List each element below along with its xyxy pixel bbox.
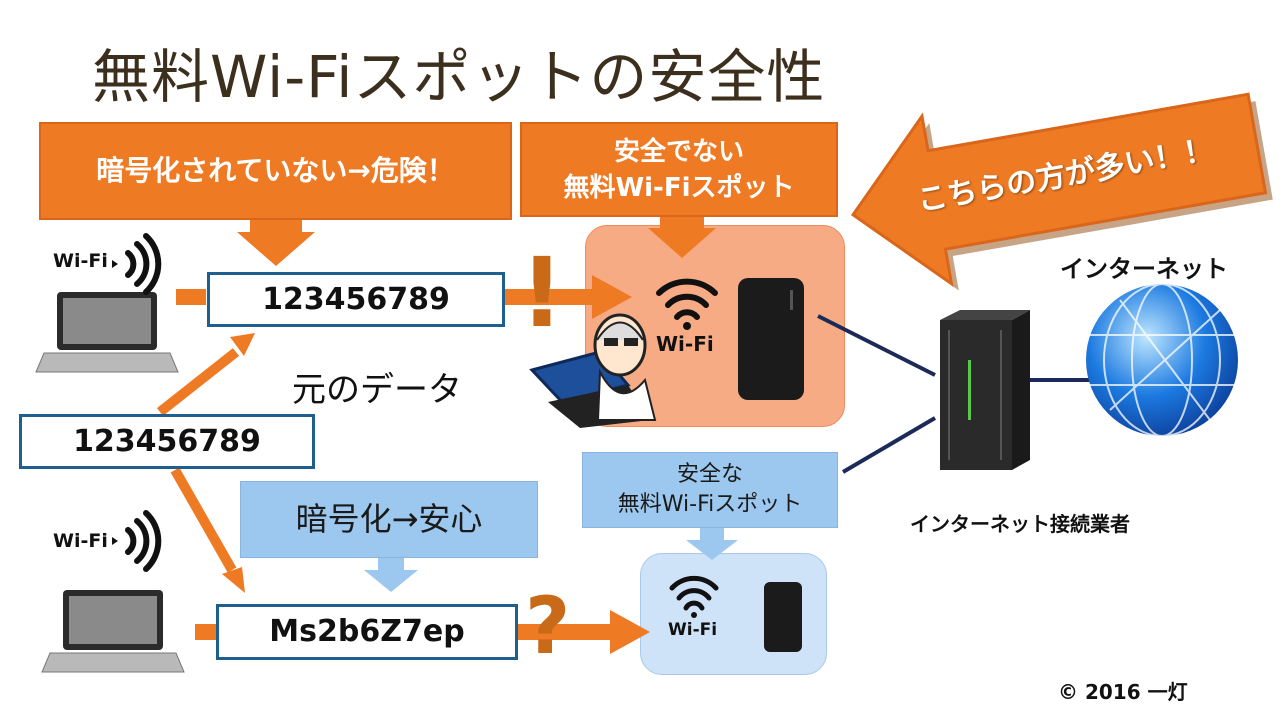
copyright-text: © 2016 一灯 — [1058, 680, 1188, 704]
wifi-label-laptop-bottom: Wi-Fi — [53, 530, 108, 552]
data-box-unencrypted: 123456789 — [207, 272, 505, 327]
isp-server-icon — [940, 310, 1030, 470]
wifi-signal-bottom-icon — [125, 510, 162, 572]
callout-unencrypted-text: 暗号化されていない→危険！ — [96, 154, 455, 187]
router-wifi-bottom-icon — [669, 575, 719, 611]
data-box-encrypted: Ms2b6Z7ep — [216, 604, 518, 660]
page-title: 無料Wi-Fiスポットの安全性 — [92, 43, 826, 111]
callout-safe-spot: 安全な 無料Wi-Fiスポット — [582, 452, 838, 528]
pointer-encrypted — [364, 558, 418, 592]
original-data-label: 元のデータ — [292, 370, 462, 410]
callout-encrypted-text: 暗号化→安心 — [295, 500, 483, 538]
big-arrow — [850, 92, 1273, 291]
data-box-original: 123456789 — [19, 414, 315, 469]
wifi-signal-top-icon — [125, 233, 162, 295]
arrow-original-to-plain-line — [156, 348, 240, 416]
arrow-original-to-cipher-line — [170, 467, 237, 573]
line-unsafe-router-isp — [817, 314, 936, 377]
arrow-cipher-to-router — [518, 610, 650, 654]
callout-unsafe-spot: 安全でない 無料Wi-Fiスポット — [520, 122, 838, 217]
pointer-safe — [686, 528, 738, 560]
arrow-plain-to-router — [505, 275, 632, 319]
laptop-bottom-icon — [41, 590, 185, 673]
router-bottom-icon — [764, 582, 802, 652]
stub-top-laptop — [176, 289, 206, 305]
router-wifi-top-icon — [656, 278, 718, 320]
callout-safe-line2: 無料Wi-Fiスポット — [617, 492, 803, 517]
callout-unencrypted-danger: 暗号化されていない→危険！ — [39, 122, 512, 220]
internet-label: インターネット — [1060, 255, 1228, 283]
callout-safe-line1: 安全な — [676, 462, 743, 487]
laptop-top-icon — [35, 292, 179, 373]
arrow-original-to-plain-head — [230, 333, 255, 356]
wifi-label-router-bottom: Wi-Fi — [668, 620, 718, 640]
wifi-label-laptop-top: Wi-Fi — [53, 250, 108, 272]
internet-globe-icon — [1086, 283, 1238, 437]
callout-unsafe-line1: 安全でない — [613, 137, 744, 167]
router-top-icon — [738, 278, 804, 400]
line-safe-router-isp — [841, 416, 937, 474]
arrow-original-to-cipher-head — [222, 567, 245, 593]
isp-label: インターネット接続業者 — [910, 512, 1130, 536]
callout-encrypted-safe: 暗号化→安心 — [240, 481, 538, 558]
stub-bottom-laptop — [195, 624, 217, 640]
exclamation-mark: ! — [520, 237, 564, 349]
pointer-unencrypted — [237, 220, 315, 266]
pointer-unsafe — [648, 215, 716, 258]
question-mark: ? — [525, 582, 571, 672]
callout-unsafe-line2: 無料Wi-Fiスポット — [563, 173, 795, 203]
wifi-label-router-top: Wi-Fi — [656, 332, 714, 356]
hacker-icon — [529, 313, 657, 428]
